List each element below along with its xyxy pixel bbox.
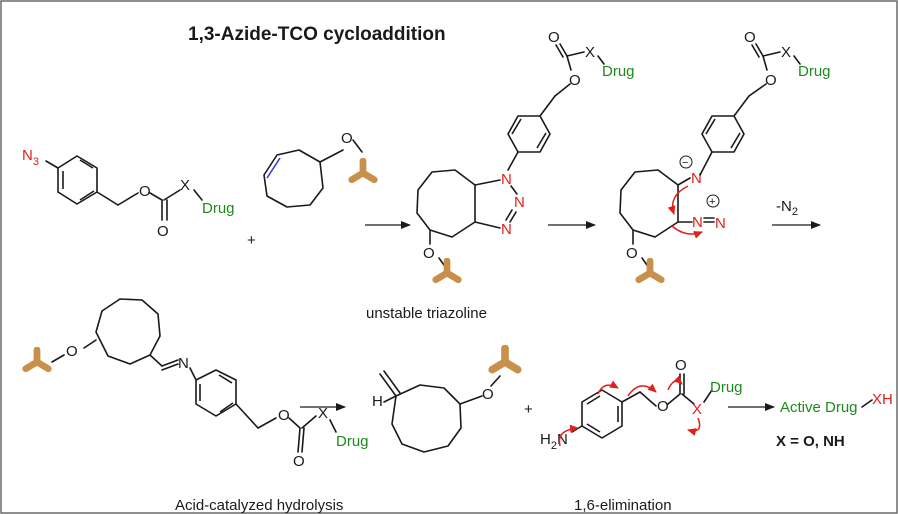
- aldehyde-molecule: H O: [372, 348, 518, 453]
- active-drug-tail: XH: [872, 391, 893, 408]
- antibody-icon-5: [492, 348, 518, 369]
- x-condition: X = O, NH: [776, 433, 845, 450]
- imine-molecule: O N O O X Drug: [26, 298, 369, 470]
- diazonium-intermediate: N − N N + O O X Drug O: [619, 29, 831, 280]
- imine-nitrogen: N: [178, 355, 189, 372]
- active-drug-label: Active Drug: [780, 399, 858, 416]
- amine-x: X: [692, 401, 702, 418]
- amine-label: H2N: [540, 431, 568, 452]
- triazoline-n2: N: [514, 194, 525, 211]
- triazoline-oxygen: O: [423, 245, 435, 262]
- triazoline-n3: N: [501, 221, 512, 238]
- amine-ester-o: O: [657, 398, 669, 415]
- azidobenzyl-molecule: N3 O O X Drug: [22, 147, 235, 240]
- intermediate-x: X: [781, 44, 791, 61]
- intermediate-ester-o: O: [765, 72, 777, 89]
- imine-x: X: [318, 405, 328, 422]
- antibody-icon-3: [639, 261, 662, 280]
- antibody-icon: [352, 161, 375, 180]
- carbonyl-oxygen: O: [157, 223, 169, 240]
- aldehyde-hydrogen: H: [372, 393, 383, 410]
- negative-charge: −: [682, 157, 688, 169]
- triazoline-carbonyl-o: O: [548, 29, 560, 46]
- triazoline-caption: unstable triazoline: [366, 305, 487, 322]
- aminobenzyl-molecule: H2N O O X Drug: [540, 357, 743, 452]
- amine-carbonyl-o: O: [675, 357, 687, 374]
- aldehyde-oxygen: O: [482, 386, 494, 403]
- ester-oxygen: O: [139, 183, 151, 200]
- imine-carbonyl-o: O: [293, 453, 305, 470]
- intermediate-n2: N: [715, 215, 726, 232]
- triazoline-ester-o: O: [569, 72, 581, 89]
- imine-oxygen: O: [66, 343, 78, 360]
- triazoline-molecule: N N N O O X Drug O: [416, 29, 635, 280]
- plus-sign-2: +: [524, 401, 533, 418]
- intermediate-carbonyl-o: O: [744, 29, 756, 46]
- tco-oxygen: O: [341, 130, 353, 147]
- tco-molecule: O: [263, 130, 375, 208]
- triazoline-drug: Drug: [602, 63, 635, 80]
- drug-label: Drug: [202, 200, 235, 217]
- antibody-icon-4: [26, 350, 49, 369]
- imine-ester-o: O: [278, 407, 290, 424]
- triazoline-x: X: [585, 44, 595, 61]
- antibody-icon-2: [436, 261, 459, 280]
- positive-charge: +: [709, 196, 715, 208]
- x-linker: X: [180, 177, 190, 194]
- plus-sign-1: +: [247, 232, 256, 249]
- intermediate-anion-n: N: [691, 170, 702, 187]
- azide-label: N3: [22, 147, 39, 168]
- intermediate-n1: N: [692, 214, 703, 231]
- intermediate-oxygen: O: [626, 245, 638, 262]
- triazoline-n1: N: [501, 171, 512, 188]
- imine-drug: Drug: [336, 433, 369, 450]
- nitrogen-loss-label: -N2: [776, 198, 798, 218]
- intermediate-drug: Drug: [798, 63, 831, 80]
- scheme-title: 1,3-Azide-TCO cycloaddition: [188, 24, 446, 45]
- amine-drug: Drug: [710, 379, 743, 396]
- hydrolysis-caption: Acid-catalyzed hydrolysis: [175, 497, 343, 514]
- elimination-caption: 1,6-elimination: [574, 497, 672, 514]
